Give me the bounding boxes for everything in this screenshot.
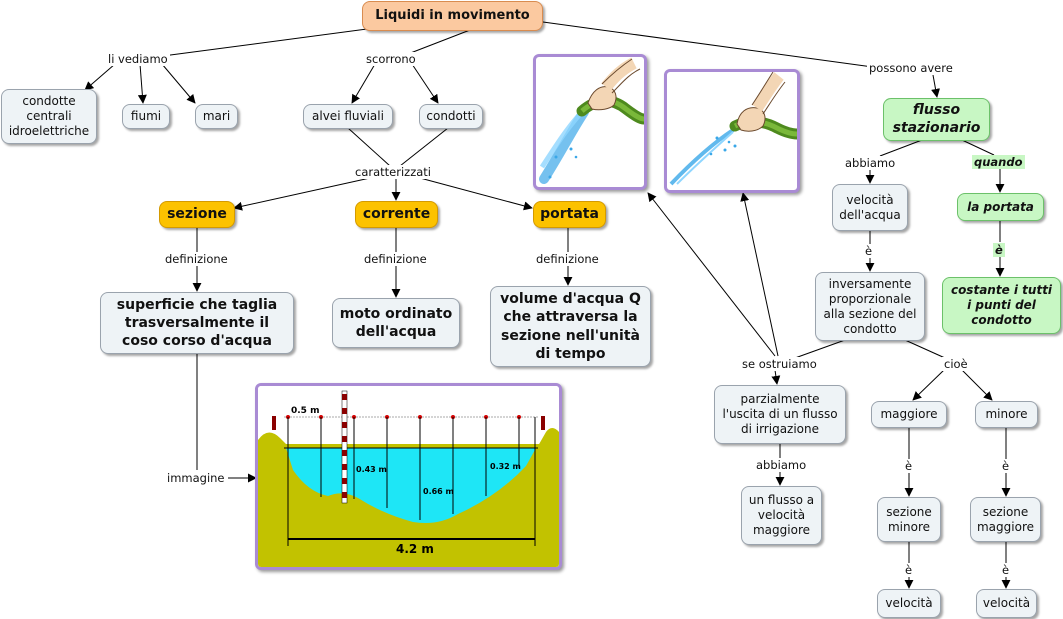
depth-label-2: 0.66 m <box>423 487 454 496</box>
link-label-cioe: cioè <box>942 357 970 371</box>
concept-def-corrente[interactable]: moto ordinato dell'acqua <box>332 298 460 348</box>
width-label: 4.2 m <box>396 542 434 556</box>
concept-fiumi[interactable]: fiumi <box>122 104 170 129</box>
concept-condotti[interactable]: condotti <box>419 104 483 129</box>
link-label-li-vediamo: li vediamo <box>106 52 170 66</box>
hose-image-open[interactable] <box>533 54 647 190</box>
depth-label-3: 0.32 m <box>490 462 521 471</box>
concept-flusso-stazionario[interactable]: flusso stazionario <box>883 98 990 141</box>
link-label-definizione-sezione: definizione <box>163 252 230 266</box>
root-concept[interactable]: Liquidi in movimento <box>362 1 543 31</box>
link-label-e: è <box>863 244 875 258</box>
link-label-scorrono: scorrono <box>364 52 418 66</box>
concept-sezione[interactable]: sezione <box>159 201 235 228</box>
concept-alvei-fluviali[interactable]: alvei fluviali <box>303 104 393 129</box>
link-label-definizione-corrente: definizione <box>362 252 429 266</box>
concept-sezione-maggiore[interactable]: sezione maggiore <box>970 497 1041 542</box>
concept-velocita-2[interactable]: velocità <box>976 589 1037 618</box>
concept-flusso-velocita-maggiore[interactable]: un flusso a velocità maggiore <box>741 486 822 545</box>
concept-costante[interactable]: costante i tutti i punti del condotto <box>942 277 1061 334</box>
concept-sezione-minore[interactable]: sezione minore <box>877 497 941 542</box>
link-label-e-velocita-1: è <box>903 563 915 577</box>
link-label-definizione-portata: definizione <box>534 252 601 266</box>
hose-image-obstructed[interactable] <box>664 69 800 193</box>
link-label-abbiamo-2: abbiamo <box>754 458 809 472</box>
concept-condotte-centrali[interactable]: condotte centrali idroelettriche <box>1 89 97 144</box>
link-label-abbiamo: abbiamo <box>843 156 898 170</box>
link-label-caratterizzati: caratterizzati <box>353 165 433 179</box>
concept-maggiore[interactable]: maggiore <box>871 401 947 428</box>
link-label-immagine: immagine <box>165 471 227 485</box>
link-label-e-green: è <box>993 243 1005 257</box>
concept-velocita-1[interactable]: velocità <box>877 589 941 618</box>
concept-corrente[interactable]: corrente <box>355 201 438 228</box>
concept-portata[interactable]: portata <box>533 201 606 228</box>
concept-def-sezione[interactable]: superficie che taglia trasversalmente il… <box>100 292 294 354</box>
depth-label-1: 0.43 m <box>356 465 387 474</box>
link-label-e-velocita-2: è <box>1000 563 1012 577</box>
link-label-e-sezione-minore: è <box>903 459 915 473</box>
concept-inversamente-proporzionale[interactable]: inversamente proporzionale alla sezione … <box>815 272 925 341</box>
link-label-e-sezione-maggiore: è <box>1000 459 1012 473</box>
link-label-possono-avere: possono avere <box>867 61 955 75</box>
concept-la-portata[interactable]: la portata <box>957 193 1044 221</box>
river-cross-section-image[interactable]: 0.5 m 0.43 m 0.66 m 0.32 m 4.2 m <box>255 383 562 570</box>
link-label-quando: quando <box>972 155 1025 169</box>
concept-velocita-acqua[interactable]: velocità dell'acqua <box>832 184 908 231</box>
link-label-se-ostruiamo: se ostruiamo <box>740 357 819 371</box>
concept-parzialmente[interactable]: parzialmente l'uscita di un flusso di ir… <box>714 385 846 444</box>
concept-minore[interactable]: minore <box>975 401 1038 428</box>
concept-def-portata[interactable]: volume d'acqua Q che attraversa la sezio… <box>490 286 651 367</box>
concept-mari[interactable]: mari <box>195 104 238 129</box>
spacing-label: 0.5 m <box>291 406 319 416</box>
